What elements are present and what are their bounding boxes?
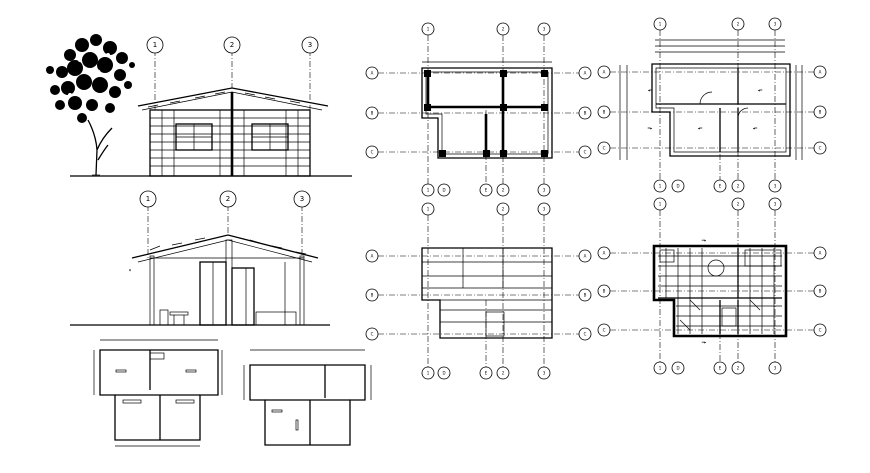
- grid-bubble-2: [223, 36, 241, 54]
- svg-text:1: 1: [659, 202, 662, 207]
- svg-text:A: A: [371, 254, 374, 259]
- svg-text:B: B: [603, 110, 606, 115]
- svg-text:B: B: [819, 110, 822, 115]
- svg-text:═▸: ═▸: [647, 126, 652, 131]
- svg-text:E: E: [485, 371, 488, 376]
- svg-text:D: D: [442, 371, 445, 376]
- svg-text:◂═: ◂═: [758, 88, 763, 93]
- svg-text:E: E: [719, 366, 722, 371]
- finishes-floor-plan-bubbles: 1 2 3 A B C A B C 1 D E 2 3: [597, 197, 827, 375]
- dimensioned-floor-plan-bubbles: 1 2 3 A B C A B C 1 D E 2 3: [597, 17, 827, 193]
- grid-bubble-2: [219, 190, 237, 208]
- svg-text:C: C: [603, 328, 606, 333]
- svg-text:3: 3: [543, 371, 546, 376]
- svg-text:2: 2: [502, 371, 505, 376]
- svg-text:2: 2: [502, 207, 505, 212]
- grid-label: 3: [308, 41, 312, 49]
- svg-text:B: B: [819, 289, 822, 294]
- grid-bubble-3: [293, 190, 311, 208]
- svg-text:B: B: [584, 111, 587, 116]
- svg-text:C: C: [584, 332, 587, 337]
- svg-text:3: 3: [543, 188, 546, 193]
- svg-text:1: 1: [659, 22, 662, 27]
- roof-plan-bubbles: 1 2 3 A B C A B C 1 D E 2 3: [365, 202, 592, 380]
- svg-text:1: 1: [427, 207, 430, 212]
- svg-text:▾: ▾: [129, 268, 131, 273]
- svg-text:3: 3: [774, 184, 777, 189]
- svg-text:2: 2: [737, 184, 740, 189]
- svg-text:C: C: [819, 328, 822, 333]
- svg-text:◂═: ◂═: [698, 126, 703, 131]
- grid-bubble-3: [301, 36, 319, 54]
- svg-text:A: A: [371, 71, 374, 76]
- svg-text:3: 3: [774, 22, 777, 27]
- svg-text:C: C: [603, 146, 606, 151]
- finishes-floor-plan: ━▸ ━▸: [610, 210, 820, 368]
- svg-text:3: 3: [774, 202, 777, 207]
- svg-text:B: B: [371, 293, 374, 298]
- svg-text:B: B: [584, 293, 587, 298]
- grid-label: 3: [300, 195, 304, 203]
- tree-icon: [46, 34, 135, 176]
- svg-text:E: E: [719, 184, 722, 189]
- svg-text:D: D: [676, 184, 679, 189]
- svg-text:B: B: [603, 289, 606, 294]
- svg-text:2: 2: [502, 188, 505, 193]
- svg-text:1: 1: [427, 371, 430, 376]
- svg-text:E: E: [485, 188, 488, 193]
- svg-text:C: C: [371, 150, 374, 155]
- svg-text:◂═: ◂═: [753, 126, 758, 131]
- svg-text:2: 2: [502, 27, 505, 32]
- svg-text:◂═: ◂═: [648, 88, 653, 93]
- svg-text:2: 2: [737, 366, 740, 371]
- svg-text:A: A: [584, 254, 587, 259]
- svg-text:C: C: [371, 332, 374, 337]
- svg-text:2: 2: [737, 22, 740, 27]
- plan-sketch-1: [93, 339, 223, 447]
- svg-text:A: A: [819, 251, 822, 256]
- svg-text:A: A: [819, 70, 822, 75]
- svg-text:A: A: [603, 70, 606, 75]
- svg-text:D: D: [442, 188, 445, 193]
- grid-label: 1: [146, 195, 150, 203]
- svg-text:A: A: [584, 71, 587, 76]
- grid-label: 2: [226, 195, 230, 203]
- svg-text:B: B: [371, 111, 374, 116]
- cross-section: ▾ 1 2 3: [70, 190, 330, 326]
- svg-text:3: 3: [543, 207, 546, 212]
- grid-label: 2: [230, 41, 234, 49]
- grid-label: 1: [153, 41, 157, 49]
- grid-bubble-1: [146, 36, 164, 54]
- svg-text:3: 3: [774, 366, 777, 371]
- svg-text:1: 1: [659, 366, 662, 371]
- plan-sketch-2: [243, 349, 372, 446]
- svg-text:━▸: ━▸: [701, 340, 706, 345]
- svg-text:1: 1: [427, 27, 430, 32]
- svg-text:C: C: [819, 146, 822, 151]
- svg-text:2: 2: [737, 202, 740, 207]
- svg-text:1: 1: [427, 188, 430, 193]
- svg-text:3: 3: [543, 27, 546, 32]
- foundation-plan: [378, 35, 580, 190]
- dimensioned-floor-plan: ◂═ ◂═ ◂═ ◂═ ═▸: [610, 30, 820, 185]
- foundation-plan-bubbles: 1 2 3 A B C A B C 1 D E 2 3: [365, 22, 592, 197]
- svg-text:1: 1: [659, 184, 662, 189]
- roof-plan: [378, 215, 580, 372]
- svg-text:C: C: [584, 150, 587, 155]
- svg-text:━▸: ━▸: [701, 238, 706, 243]
- svg-text:A: A: [603, 251, 606, 256]
- front-elevation: 1 2 3: [46, 34, 352, 177]
- svg-text:D: D: [676, 366, 679, 371]
- grid-bubble-1: [139, 190, 157, 208]
